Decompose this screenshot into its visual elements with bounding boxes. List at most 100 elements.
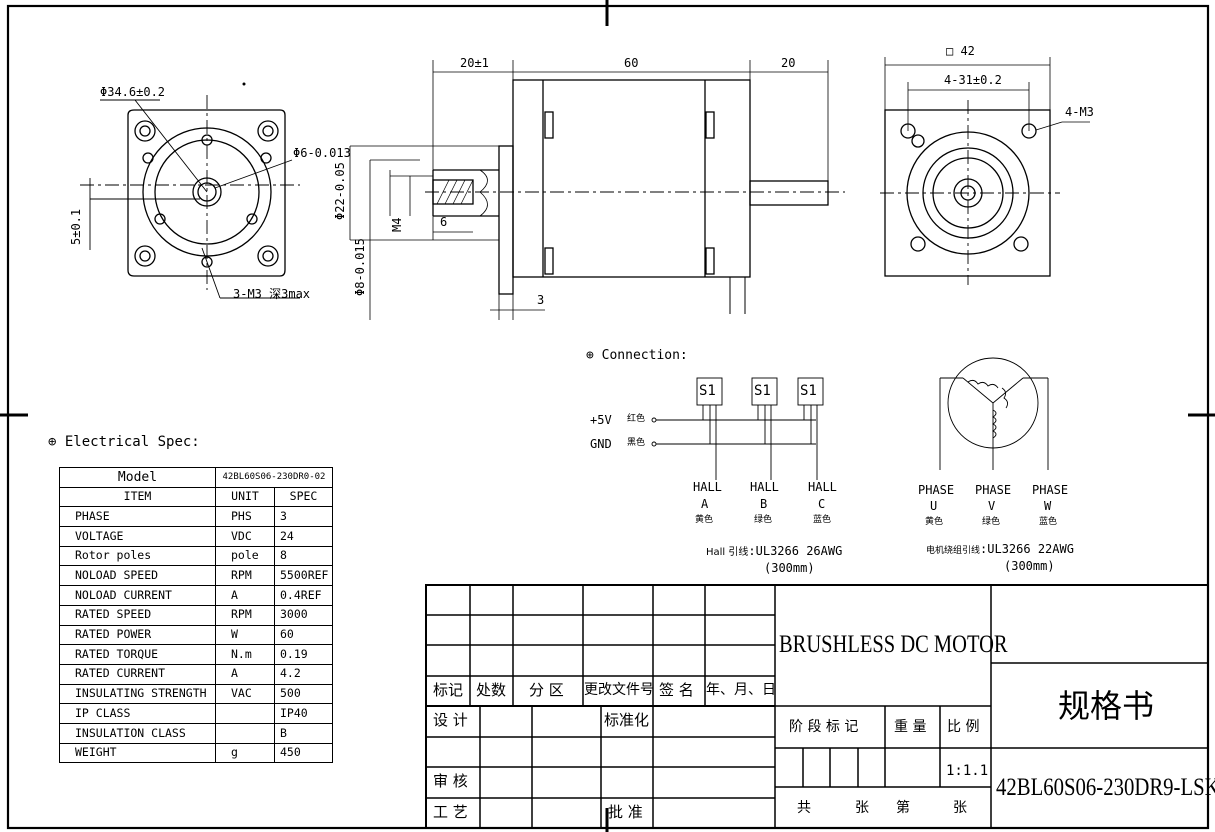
dim-depth: 6: [440, 215, 448, 229]
spec-value-cell: 24: [274, 526, 333, 547]
spec-value-cell: 8: [274, 545, 333, 567]
gnd-label: GND: [590, 437, 612, 451]
dim-front: 20±1: [460, 56, 489, 70]
phase-wiring: [939, 357, 1049, 470]
spec-unit-cell: PHS: [215, 506, 275, 528]
header-unit: UNIT: [215, 486, 275, 508]
spec-value-cell: 60: [274, 624, 333, 646]
phase-v-name: PHASE: [975, 483, 1012, 497]
standard-label: 标准化: [604, 711, 650, 729]
spec-unit-cell: N.m: [215, 644, 275, 665]
dim-holes: 3-M3 深3max: [233, 287, 311, 301]
header-row: ITEM UNIT SPEC: [59, 486, 333, 508]
plus5v-color: 红色: [627, 414, 646, 424]
part-number: 42BL60S06-230DR9-LSK: [996, 774, 1215, 801]
spec-value-cell: 0.19: [274, 644, 333, 665]
phase-u-name: PHASE: [918, 483, 955, 497]
scale-label: 比 例: [947, 719, 980, 735]
spec-item-cell: Rotor poles: [59, 545, 216, 567]
dim-shaft: Φ6-0.013: [293, 146, 351, 160]
weight-label: 重 量: [894, 719, 927, 735]
hall-a-color: 黄色: [695, 515, 714, 525]
scale-value: 1:1.1: [946, 763, 989, 779]
header-item: ITEM: [59, 486, 216, 508]
spec-unit-cell: [215, 722, 275, 744]
hall-c-letter: C: [818, 497, 826, 511]
motor-wire-prefix: 电机绕组引线: [926, 546, 981, 556]
phase-u-color: 黄色: [925, 517, 944, 527]
electrical-spec-title-text: Electrical Spec:: [64, 434, 200, 450]
rev-header-sign: 签 名: [659, 681, 694, 699]
motor-wire-spec-text: :UL3266 22AWG: [980, 542, 1074, 556]
dim-boss: 3: [537, 293, 545, 307]
target-icon: ⊕: [48, 434, 57, 450]
spec-value-cell: 3000: [274, 604, 333, 626]
spec-unit-cell: RPM: [215, 604, 275, 626]
plus5v-label: +5V: [590, 413, 612, 427]
spec-value-cell: 5500REF: [274, 565, 333, 587]
hall-wire-prefix: Hall 引线: [706, 547, 749, 558]
hall-a-name: HALL: [693, 480, 722, 494]
rev-header-date: 年、月、日: [706, 682, 776, 698]
connection-title: ⊕ Connection:: [586, 349, 688, 362]
spec-item-cell: INSULATING STRENGTH: [59, 683, 216, 705]
process-label: 工 艺: [433, 803, 468, 821]
sensor-label-c: S1: [800, 383, 817, 399]
hall-wire-len: (300mm): [764, 561, 815, 575]
motor-wire-len: (300mm): [1004, 559, 1055, 573]
spec-item-cell: IP CLASS: [59, 703, 216, 724]
side-view: [349, 60, 845, 320]
phase-w-color: 蓝色: [1039, 517, 1058, 527]
phase-v-letter: V: [988, 499, 996, 513]
spec-value-cell: 500: [274, 683, 333, 705]
dim-flange: Φ22-0.05: [333, 162, 347, 220]
doc-type: 规格书: [1058, 687, 1155, 725]
hall-c-name: HALL: [808, 480, 837, 494]
hall-c-color: 蓝色: [813, 515, 832, 525]
phase-w-letter: W: [1044, 499, 1052, 513]
sensor-label-b: S1: [754, 383, 771, 399]
spec-item-cell: RATED TORQUE: [59, 644, 216, 665]
design-label: 设 计: [433, 711, 468, 729]
hall-b-letter: B: [760, 497, 768, 511]
product-name: BRUSHLESS DC MOTOR: [779, 631, 1008, 658]
phase-w-name: PHASE: [1032, 483, 1069, 497]
spec-item-cell: NOLOAD CURRENT: [59, 585, 216, 606]
rev-header-zone: 分 区: [529, 681, 564, 699]
phase-v-color: 绿色: [982, 517, 1001, 527]
dim-body: 60: [624, 56, 639, 70]
spec-unit-cell: [215, 703, 275, 724]
hall-wire-spec: Hall 引线:UL3266 26AWG: [706, 545, 842, 558]
spec-value-cell: B: [274, 722, 333, 744]
sensor-label-a: S1: [699, 383, 716, 399]
spec-item-cell: WEIGHT: [59, 742, 216, 764]
hall-wire-spec-text: :UL3266 26AWG: [748, 544, 843, 558]
sheets-unit2-label: 张: [953, 800, 967, 816]
hall-wiring: [651, 377, 824, 480]
spec-unit-cell: g: [215, 742, 275, 764]
model-row: Model 42BL60S06-230DR0-02: [59, 467, 333, 488]
spec-unit-cell: W: [215, 624, 275, 646]
dim-shaft-dia: Φ8-0.015: [353, 238, 367, 296]
spec-value-cell: 450: [274, 742, 333, 764]
hall-b-color: 绿色: [754, 515, 773, 525]
spec-unit-cell: VAC: [215, 683, 275, 705]
spec-value-cell: 3: [274, 506, 333, 528]
spec-unit-cell: RPM: [215, 565, 275, 587]
spec-item-cell: VOLTAGE: [59, 526, 216, 547]
front-view: [80, 95, 300, 299]
hall-a-letter: A: [701, 497, 709, 511]
rear-view: [880, 57, 1090, 285]
spec-item-cell: NOLOAD SPEED: [59, 565, 216, 587]
